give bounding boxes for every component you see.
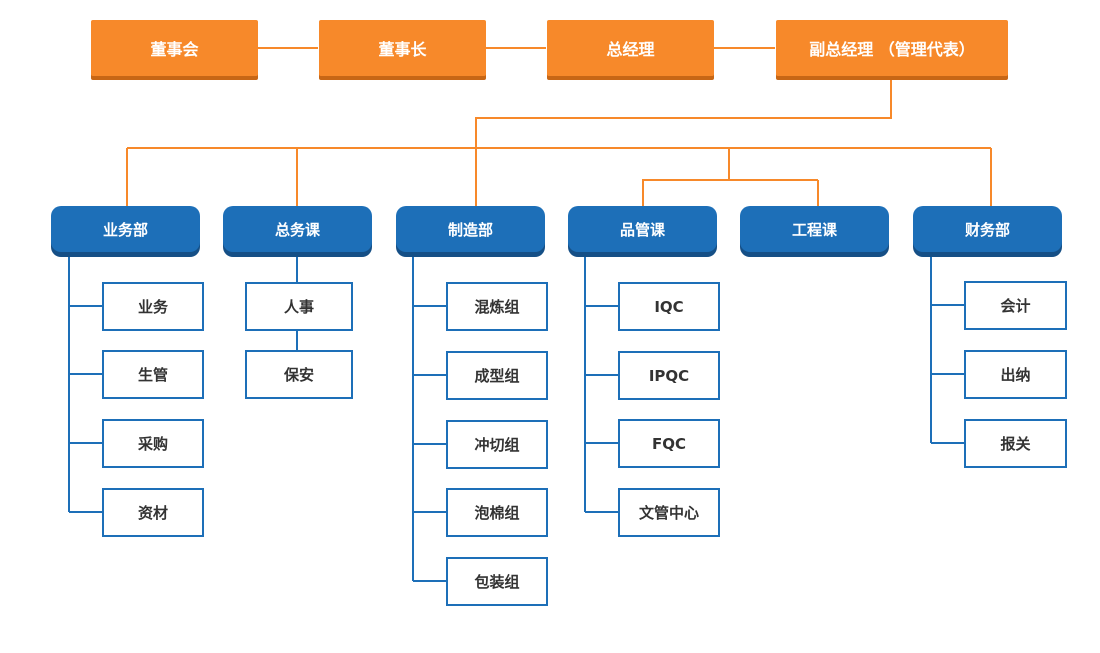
unit-finance-cashier: 出纳 (964, 350, 1067, 399)
department-sales: 业务部 (51, 206, 200, 252)
unit-mfg-molding: 成型组 (446, 351, 548, 400)
unit-sales-materials: 资材 (102, 488, 204, 537)
unit-qc-fqc: FQC (618, 419, 720, 468)
unit-finance-customs: 报关 (964, 419, 1067, 468)
unit-ga-personnel: 人事 (245, 282, 353, 331)
executive-chairman: 董事长 (319, 20, 486, 76)
executive-board: 董事会 (91, 20, 258, 76)
executive-general-manager: 总经理 (547, 20, 714, 76)
unit-sales-production-control: 生管 (102, 350, 204, 399)
unit-ga-security: 保安 (245, 350, 353, 399)
executive-deputy-general-manager: 副总经理 （管理代表） (776, 20, 1008, 76)
unit-sales-business: 业务 (102, 282, 204, 331)
department-general-affairs: 总务课 (223, 206, 372, 252)
unit-mfg-mixing: 混炼组 (446, 282, 548, 331)
unit-mfg-cutting: 冲切组 (446, 420, 548, 469)
department-quality-control: 品管课 (568, 206, 717, 252)
unit-qc-document-center: 文管中心 (618, 488, 720, 537)
department-manufacturing: 制造部 (396, 206, 545, 252)
unit-qc-iqc: IQC (618, 282, 720, 331)
unit-qc-ipqc: IPQC (618, 351, 720, 400)
department-finance: 财务部 (913, 206, 1062, 252)
unit-sales-purchasing: 采购 (102, 419, 204, 468)
department-engineering: 工程课 (740, 206, 889, 252)
unit-mfg-packaging: 包装组 (446, 557, 548, 606)
unit-mfg-foam: 泡棉组 (446, 488, 548, 537)
unit-finance-accounting: 会计 (964, 281, 1067, 330)
